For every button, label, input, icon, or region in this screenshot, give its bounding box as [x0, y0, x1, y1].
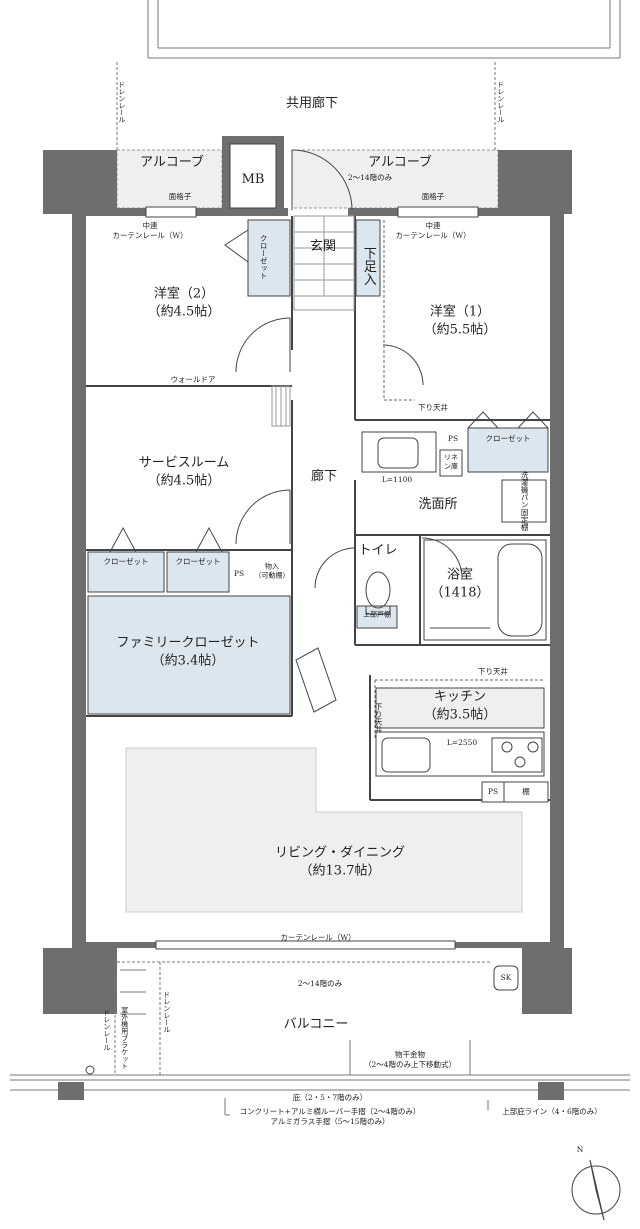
sk-box: [493, 965, 519, 991]
senmenjo-label: 洗面所: [418, 497, 458, 513]
closet-markers: [109, 229, 549, 553]
linen-label: リネン庫: [444, 453, 458, 471]
bath-label: 浴室（1418）: [430, 567, 490, 600]
sk-label: SK: [500, 972, 512, 982]
drop-ceiling-label-3: 下り天井: [374, 703, 384, 733]
eaves-label: 庇（2・5・7階のみ）: [292, 1092, 368, 1102]
service-room-label: サービスルーム（約4.5帖）: [138, 455, 230, 488]
closet-mid-label: クローゼット: [175, 556, 221, 566]
north-compass-icon: [571, 1159, 621, 1221]
north-label: N: [576, 1144, 584, 1154]
lattice-right-label: 面格子: [421, 191, 445, 201]
alcove-left-label: アルコーブ: [140, 155, 204, 171]
walldoor-label: ウォールドア: [170, 374, 216, 384]
curtain-rail-right: 中連カーテンレール（W）: [395, 220, 471, 240]
ps-label-1: PS: [447, 433, 459, 443]
curtain-rail-left: 中連カーテンレール（W）: [112, 220, 188, 240]
railing-label: コンクリート+アルミ横ルーバー手摺（2～4階のみ）アルミガラス手摺（5～15階の…: [239, 1106, 421, 1126]
doors: [235, 149, 463, 713]
getabako-label: 下足入: [360, 246, 376, 286]
kitchen-label: キッチン（約3.5帖）: [423, 689, 497, 722]
upper-eaves-label: 上部庇ライン（4・6階のみ）: [502, 1106, 602, 1116]
balcony-posts: [58, 1082, 564, 1100]
ps-label-2: PS: [233, 568, 245, 578]
toilet-label: トイレ: [358, 543, 398, 559]
closet-left-label: クローゼット: [103, 556, 149, 566]
drain-rail-tl: ドレンレール: [117, 81, 126, 123]
living-dining-label: リビング・ダイニング（約13.7帖）: [274, 845, 406, 878]
family-closet-label: ファミリークローゼット（約3.4帖）: [116, 635, 260, 668]
lattice-left-label: 面格子: [168, 191, 192, 201]
rouka-label: 廊下: [310, 469, 338, 485]
washer-label: 洗濯機パン固定棚: [520, 471, 530, 531]
l1100-label: L=1100: [381, 474, 413, 484]
toilet-fixture: [365, 571, 391, 615]
youshitsu1-label: 洋室（1）（約5.5帖）: [423, 304, 497, 337]
drop-ceiling-label-1: 下り天井: [418, 402, 448, 412]
floors-note-top: 2～14階のみ: [347, 172, 393, 182]
mb-label: MB: [241, 172, 265, 188]
shelf-label: 棚: [522, 786, 530, 796]
l2550-label: L=2550: [446, 737, 478, 747]
drain-marker: [85, 1065, 95, 1075]
common-corridor-label: 共用廊下: [285, 96, 339, 112]
drain-rail-bl: ドレンレール: [102, 1009, 111, 1051]
balcony-lines: [10, 955, 630, 1116]
alcove-right-label: アルコーブ: [368, 155, 432, 171]
drain-rail-tr: ドレンレール: [496, 81, 505, 123]
structural-walls: [43, 136, 572, 1014]
drop-ceiling-outlines: [374, 220, 545, 740]
genkan-label: 玄関: [309, 239, 337, 255]
curtain-rail-bottom: カーテンレール（W）: [280, 932, 356, 942]
common-corridor-lines: [116, 0, 621, 150]
bracket-lines: [120, 969, 146, 1015]
upper-cabinet-label: 上部戸棚: [363, 610, 391, 619]
living-dining-area: [125, 747, 523, 913]
drain-rail-bm: ドレンレール: [162, 991, 171, 1033]
closet-vertical-label: クローゼット: [259, 234, 269, 280]
washroom-sink: [361, 431, 547, 523]
windows: [145, 206, 479, 950]
closet-washroom-label: クローゼット: [485, 433, 531, 443]
balcony-label: バルコニー: [283, 1017, 349, 1033]
storage-areas: [87, 219, 549, 715]
bathtub: [423, 539, 547, 641]
mb-box: [229, 143, 277, 209]
ps-label-3: PS: [487, 786, 499, 796]
outdoor-bracket-label: 室外機用ブラケット: [120, 1006, 129, 1070]
hanger-label: 物干金物（2～4階のみ上下移動式）: [363, 1049, 457, 1069]
alcove-left: [116, 149, 223, 209]
kitchen-counter: [375, 687, 549, 803]
floors-note-bottom: 2～14階のみ: [297, 978, 343, 988]
drop-ceiling-label-2: 下り天井: [478, 666, 508, 676]
entry-floor-grid: [271, 215, 355, 427]
mono-label: 物入（可動棚）: [254, 562, 290, 580]
youshitsu2-label: 洋室（2）（約4.5帖）: [147, 286, 221, 319]
